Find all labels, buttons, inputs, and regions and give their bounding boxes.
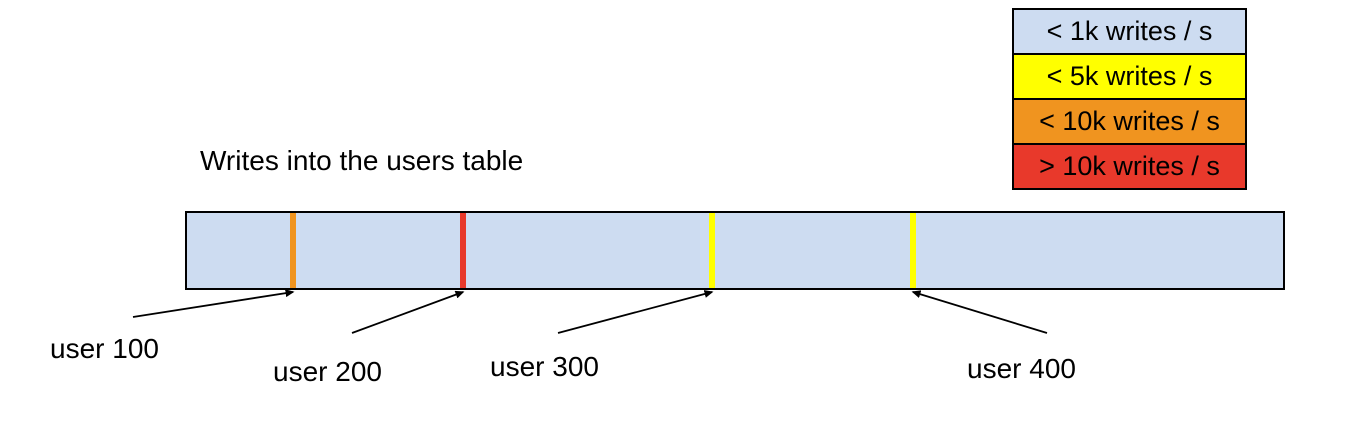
legend-item-label: < 5k writes / s: [1046, 61, 1213, 91]
marker-arrow: [351, 290, 465, 334]
marker-label: user 400: [967, 353, 1076, 384]
marker-arrow: [557, 290, 714, 334]
write-rate-marker: [709, 213, 715, 288]
marker-label: user 100: [50, 333, 159, 364]
legend-item-label: < 1k writes / s: [1046, 16, 1213, 46]
write-rate-marker: [290, 213, 296, 288]
marker-arrow: [132, 289, 295, 318]
legend-item-label: > 10k writes / s: [1039, 151, 1220, 181]
write-rate-marker: [460, 213, 466, 288]
marker-arrow: [911, 290, 1048, 334]
legend-item: > 10k writes / s: [1012, 143, 1247, 190]
legend-item: < 1k writes / s: [1012, 8, 1247, 55]
legend-item: < 5k writes / s: [1012, 53, 1247, 100]
marker-label: user 300: [490, 351, 599, 382]
users-table-bar: [185, 211, 1285, 290]
legend: < 1k writes / s < 5k writes / s < 10k writ…: [1012, 8, 1247, 190]
legend-item: < 10k writes / s: [1012, 98, 1247, 145]
legend-item-label: < 10k writes / s: [1039, 106, 1220, 136]
diagram-title: Writes into the users table: [200, 145, 524, 176]
write-rate-marker: [910, 213, 916, 288]
marker-label: user 200: [273, 356, 382, 387]
